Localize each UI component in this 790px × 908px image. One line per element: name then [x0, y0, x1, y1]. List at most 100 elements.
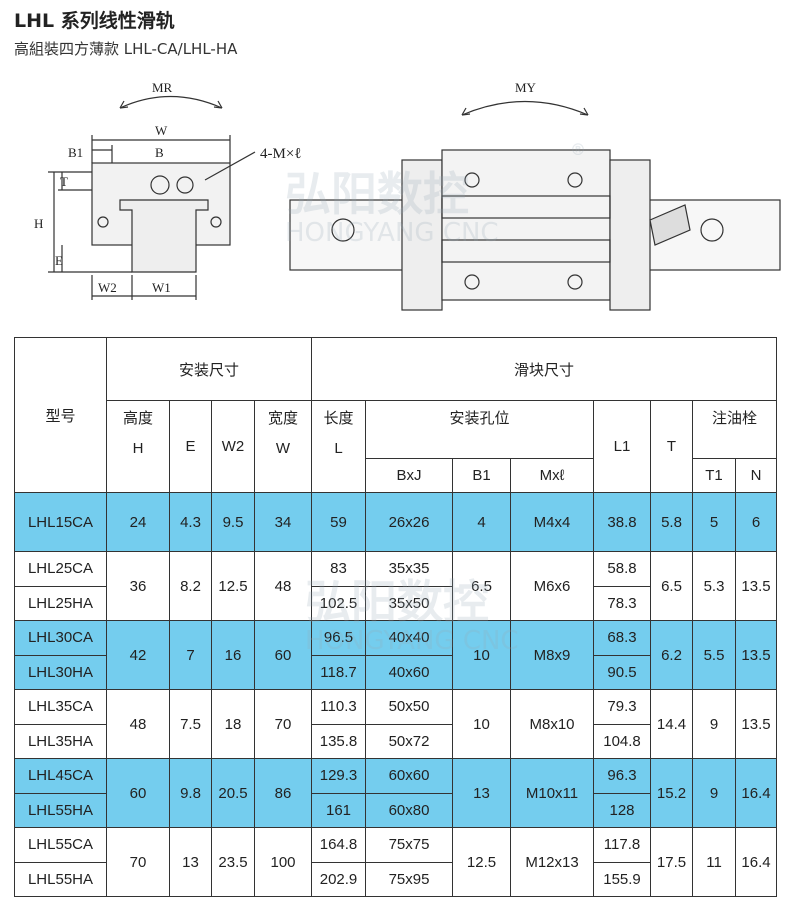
header-t: T [650, 400, 694, 493]
cell-bxj: 50x72 [365, 723, 454, 759]
cell-model: LHL35HA [14, 723, 107, 759]
cell-l: 129.3 [311, 758, 367, 794]
cell-t: 17.5 [650, 827, 694, 897]
cell-l: 161 [311, 792, 367, 828]
cell-model: LHL55HA [14, 792, 107, 828]
linear-guide-drawing: MR MY W B1 B 4-M×ℓ T H E W2 W1 [34, 80, 781, 311]
label-w1: W1 [152, 280, 171, 295]
cell-model: LHL25HA [14, 585, 107, 621]
side-view [289, 100, 781, 311]
cell-e: 7 [169, 620, 212, 690]
cell-bxj: 40x60 [365, 654, 454, 690]
header-width-cn: 宽度 [268, 410, 299, 427]
header-b1: B1 [452, 458, 512, 493]
cell-h: 42 [106, 620, 170, 690]
cell-t1: 9 [692, 689, 737, 759]
cell-e: 4.3 [169, 492, 212, 552]
label-w2: W2 [98, 280, 117, 295]
cell-b1: 12.5 [452, 827, 512, 897]
cell-mxl: M6x6 [510, 551, 595, 621]
cell-w: 70 [253, 689, 313, 759]
cell-model: LHL45CA [14, 758, 107, 794]
cell-model: LHL25CA [14, 551, 107, 587]
cell-w2: 9.5 [211, 492, 255, 552]
cell-b1: 10 [452, 689, 512, 759]
page-subtitle: 高組裝四方薄款 LHL-CA/LHL-HA [14, 40, 238, 58]
header-t1: T1 [692, 458, 737, 493]
cell-l: 118.7 [311, 654, 367, 690]
cell-mxl: M8x9 [510, 620, 595, 690]
cell-model: LHL35CA [14, 689, 107, 725]
cell-n: 13.5 [735, 551, 778, 621]
cell-l1: 68.3 [593, 620, 652, 656]
page-title: LHL 系列线性滑轨 [14, 10, 175, 32]
cell-model: LHL55HA [14, 861, 107, 897]
header-h: H [132, 440, 144, 457]
cell-h: 48 [106, 689, 170, 759]
cell-mxl: M4x4 [510, 492, 595, 552]
header-height-cn: 高度 [122, 410, 153, 427]
header-n: N [735, 458, 778, 493]
cell-l: 135.8 [311, 723, 367, 759]
cell-mxl: M12x13 [510, 827, 595, 897]
cell-t: 15.2 [650, 758, 694, 828]
cell-b1: 13 [452, 758, 512, 828]
cell-n: 13.5 [735, 620, 778, 690]
cell-l1: 38.8 [593, 492, 652, 552]
header-holes: 安装孔位 [365, 400, 595, 459]
cell-t1: 5 [692, 492, 737, 552]
cell-bxj: 50x50 [365, 689, 454, 725]
header-l1: L1 [593, 400, 652, 493]
cell-model: LHL30CA [14, 620, 107, 656]
cell-b1: 10 [452, 620, 512, 690]
mr-arrow [119, 95, 223, 109]
header-w: W [275, 440, 291, 457]
header-model: 型号 [14, 337, 107, 493]
label-hole: 4-M×ℓ [260, 146, 301, 162]
cell-l1: 117.8 [593, 827, 652, 863]
header-install: 安装尺寸 [105, 337, 313, 401]
header-mxl: Mxℓ [510, 458, 595, 493]
cell-b1: 4 [452, 492, 512, 552]
cell-bxj: 35x35 [365, 551, 454, 587]
header-l: L [334, 440, 343, 457]
cell-t: 6.2 [650, 620, 694, 690]
cell-l: 202.9 [311, 861, 367, 897]
cell-l: 110.3 [311, 689, 367, 725]
label-my: MY [515, 80, 537, 95]
cell-l: 96.5 [311, 620, 367, 656]
cell-h: 36 [106, 551, 170, 621]
cell-l1: 128 [593, 792, 652, 828]
cell-mxl: M8x10 [510, 689, 595, 759]
cell-h: 70 [106, 827, 170, 897]
cell-h: 60 [106, 758, 170, 828]
label-w: W [155, 123, 168, 138]
cell-w: 100 [253, 827, 313, 897]
cell-bxj: 75x95 [365, 861, 454, 897]
cell-bxj: 60x80 [365, 792, 454, 828]
header-width: 宽度 W [253, 400, 313, 493]
cell-t: 6.5 [650, 551, 694, 621]
label-t: T [60, 174, 68, 189]
header-height: 高度 H [106, 400, 170, 493]
cell-w2: 18 [211, 689, 255, 759]
header-grease: 注油栓 [692, 400, 778, 459]
header-w2: W2 [211, 400, 255, 493]
cell-w: 34 [253, 492, 313, 552]
cell-w: 60 [253, 620, 313, 690]
cell-e: 13 [169, 827, 212, 897]
cell-t1: 9 [692, 758, 737, 828]
cell-l1: 79.3 [593, 689, 652, 725]
front-view [48, 95, 256, 300]
cell-bxj: 26x26 [365, 492, 454, 552]
cell-t: 14.4 [650, 689, 694, 759]
cell-t1: 5.5 [692, 620, 737, 690]
cell-n: 16.4 [735, 758, 778, 828]
